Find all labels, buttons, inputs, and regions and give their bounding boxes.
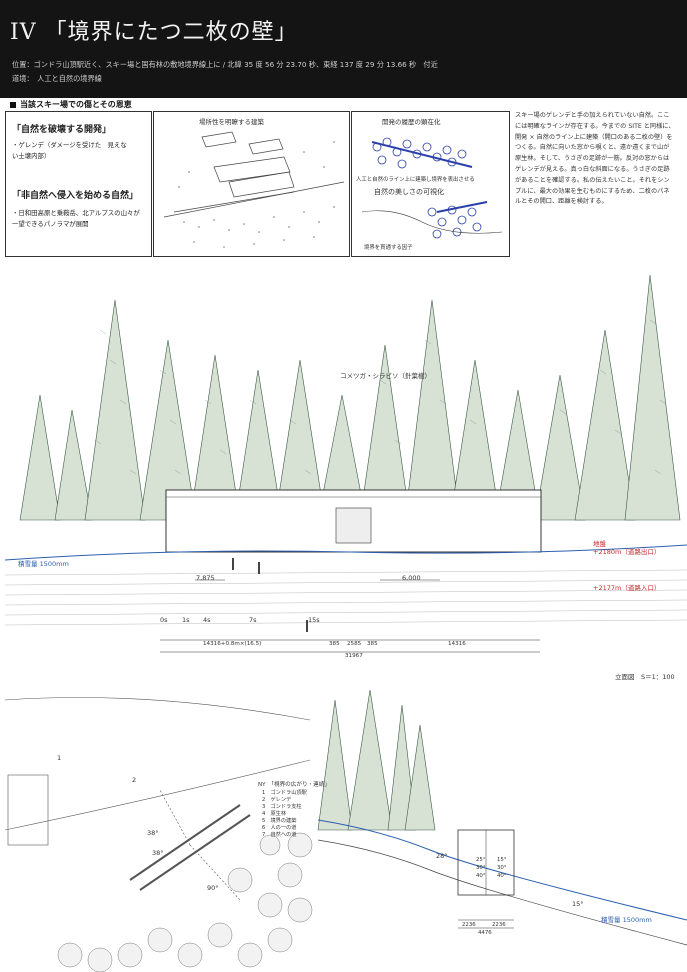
plan-legend-5: 5 境界の建築: [262, 818, 297, 824]
text-invasion: ・日和田高原と乗鞍岳、北アルプスの山々が一望できるパノラマが展開: [12, 209, 140, 228]
theme-text: 道境： 人工と自然の境界線: [12, 74, 102, 83]
forest-trees: [19, 274, 681, 521]
level-upper-label: +2180m（道路出口）: [593, 548, 661, 556]
section-heading: 当該スキー場での傷とその恩恵: [10, 99, 132, 110]
section-angle: 15°: [572, 900, 584, 908]
box-boundary-diagram: 開発の履歴の顕在化 人工と自然のライン上に建築し境界を表出させる 自然の美しさの…: [351, 111, 510, 257]
right-label-build-on-line: 人工と自然のライン上に建築し境界を表出させる: [356, 177, 475, 183]
human-figures: [232, 558, 308, 632]
level-lower-label: +2177m（道路入口）: [593, 584, 661, 592]
section-snow-label: 積雪量 1500mm: [601, 916, 652, 924]
dim-d: 385: [367, 641, 378, 647]
section-angle-in-1: 25°: [476, 857, 486, 863]
time-mark-4: 4s: [203, 616, 211, 624]
plan-trees: [57, 832, 313, 972]
tree-cluster-diagram: [361, 137, 503, 239]
plan-legend-7: 7 自然への道: [262, 832, 297, 838]
right-diagram-title: 開発の履歴の顕在化: [382, 118, 441, 126]
time-mark-1: 1s: [182, 616, 190, 624]
section-dim-2: 2236: [492, 922, 506, 928]
section-angle-left: 28°: [436, 852, 448, 860]
dim-mid: 6,000: [402, 574, 421, 582]
section-angle-in-3: 40°: [476, 873, 486, 879]
box-architecture-diagram: 場所性を明瞭する建築: [153, 111, 350, 257]
plan-angle-3: 90°: [207, 884, 219, 892]
right-label-visualize: 自然の美しさの可視化: [374, 188, 444, 196]
mid-diagram-title: 場所性を明瞭する建築: [199, 118, 264, 126]
plan-label-1: 1: [57, 754, 62, 762]
dim-b: 385: [329, 641, 340, 647]
scale-label: 立面図 S＝1：100: [615, 673, 675, 681]
location-text: 位置：ゴンドラ山頂駅近く、スキー場と国有林の敷地境界線上に / 北緯 35 度 …: [12, 60, 438, 69]
dim-left: 7,875: [196, 574, 215, 582]
snow-label: 積雪量 1500mm: [18, 560, 69, 568]
section-dim-total: 4476: [478, 930, 492, 936]
plan-angle-1: 38°: [147, 829, 159, 837]
dim-a: 14316+0.8m×(16.5): [203, 641, 262, 647]
isometric-wall-diagram: [163, 131, 345, 248]
time-mark-15: 15s: [308, 616, 320, 624]
window-opening: [335, 507, 372, 544]
section-dim-1: 2236: [462, 922, 476, 928]
section-snow-line: [317, 819, 687, 921]
heading-invasion: 「非自然へ侵入を始める自然」: [12, 191, 139, 201]
section-trees: [317, 689, 436, 831]
plan-legend-title: NY 「視界の広がり・連続」: [258, 782, 330, 788]
time-mark-7: 7s: [249, 616, 257, 624]
time-mark-0: 0s: [160, 616, 168, 624]
plan-angle-2: 38°: [152, 849, 164, 857]
heading-destruction: 「自然を破壊する開発」: [12, 125, 112, 135]
text-destruction: ・ゲレンデ（ダメージを受けた 見えない土壌内部）: [12, 141, 127, 160]
plan-legend-4: 4 原生林: [262, 811, 287, 817]
section-angle-out-3: 40°: [497, 873, 507, 879]
square-bullet-icon: [10, 101, 16, 108]
site-plan: [4, 697, 311, 901]
plan-legend-2: 2 ゲレンデ: [262, 797, 292, 803]
section-angle-in-2: 30°: [476, 865, 486, 871]
plan-label-2: 2: [132, 776, 137, 784]
description-paragraph: スキー場のゲレンデと手の加えられていない自然。ここには明確なラインが存在する。今…: [515, 112, 675, 206]
snow-line: [4, 544, 687, 561]
plan-legend-1: 1 ゴンドラ山頂駅: [262, 790, 307, 796]
box-nature-development: 「自然を破壊する開発」 ・ゲレンデ（ダメージを受けた 見えない土壌内部） 「非自…: [5, 111, 152, 257]
dim-c: 2585: [347, 641, 362, 647]
section-angle-out-1: 15°: [497, 857, 507, 863]
header-banner: IV 「境界にたつ二枚の壁」 位置：ゴンドラ山頂駅近く、スキー場と国有林の敷地境…: [0, 0, 687, 98]
level-upper-tag: 地盤: [593, 540, 606, 548]
section-angle-out-2: 30°: [497, 865, 507, 871]
dim-total: 31967: [345, 653, 363, 659]
plan-legend-3: 3 ゴンドラ支柱: [262, 804, 302, 810]
right-label-factor: 境界を貫通する因子: [364, 245, 413, 251]
tree-species-label: コメツガ・シラビソ（針葉樹）: [340, 372, 431, 380]
page-title: IV 「境界にたつ二枚の壁」: [10, 20, 298, 45]
dim-e: 14316: [448, 641, 466, 647]
plan-legend-6: 6 人の一の道: [262, 825, 297, 831]
